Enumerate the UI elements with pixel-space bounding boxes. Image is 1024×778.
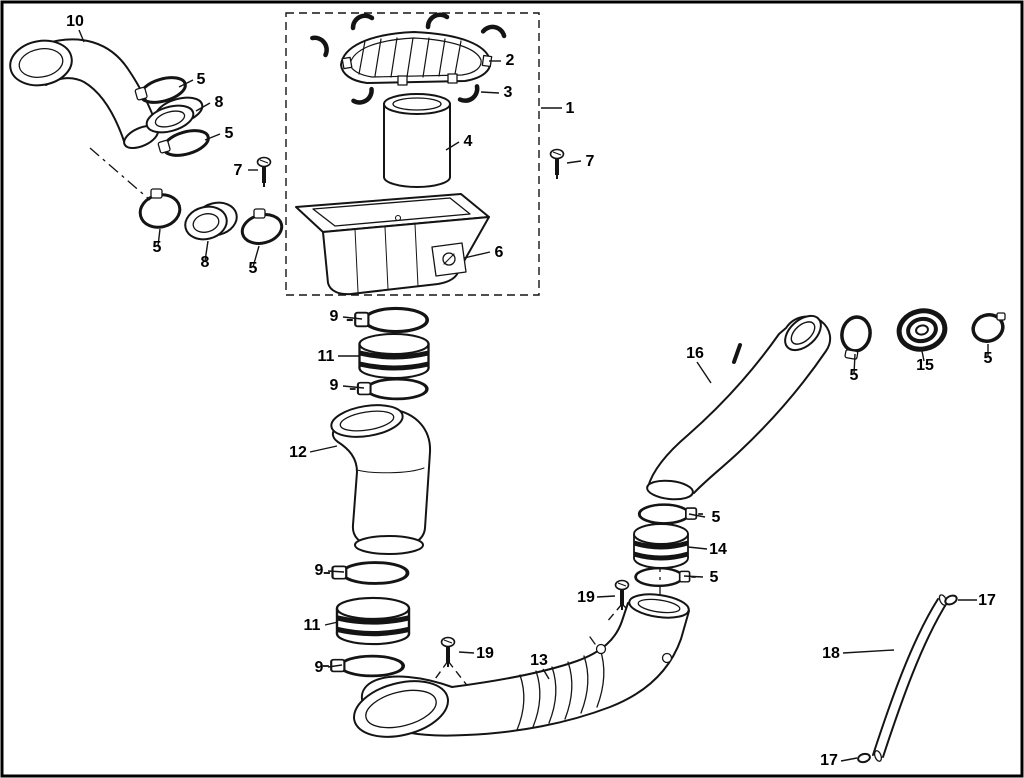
part-label-5: 5 — [850, 367, 859, 384]
sleeve-8-mid — [184, 201, 238, 241]
part-12-elbow-duct — [330, 404, 432, 555]
part-label-16: 16 — [686, 345, 704, 362]
part-label-17: 17 — [978, 592, 996, 609]
part-label-17: 17 — [820, 752, 838, 769]
part-label-9: 9 — [330, 308, 339, 325]
part-label-11: 11 — [304, 617, 321, 634]
sleeve-11-b — [337, 598, 409, 644]
part-label-5: 5 — [984, 350, 993, 367]
clamp-5-right-b — [971, 312, 1006, 343]
clamp-9-c — [321, 560, 410, 586]
part-label-4: 4 — [464, 133, 473, 150]
part-label-15: 15 — [916, 357, 934, 374]
part-17-grommet-top — [944, 594, 958, 606]
clamp-9-a — [344, 306, 430, 334]
part-label-13: 13 — [530, 652, 548, 669]
part-label-19: 19 — [476, 645, 494, 662]
part-label-8: 8 — [201, 254, 210, 271]
part-13-air-duct — [353, 593, 690, 738]
part-6-housing — [295, 193, 490, 296]
clamp-5-mid-left — [138, 188, 182, 229]
part-label-7: 7 — [586, 153, 595, 170]
part-label-9: 9 — [315, 659, 324, 676]
sleeve-14 — [634, 524, 688, 568]
part-label-8: 8 — [215, 94, 224, 111]
clamp-9-b — [348, 377, 429, 401]
part-4-filter-element — [383, 93, 451, 188]
leader-lines — [78, 29, 989, 762]
part-2-cover — [340, 31, 493, 86]
part-label-5: 5 — [712, 509, 721, 526]
part-label-1: 1 — [566, 100, 575, 117]
part-label-3: 3 — [504, 84, 513, 101]
sleeve-11-a — [360, 334, 429, 378]
part-label-19: 19 — [577, 589, 595, 606]
clamp-5-stack-bottom — [634, 566, 698, 588]
part-label-14: 14 — [709, 541, 727, 558]
part-labels: 10 5 8 5 2 3 1 4 7 7 5 8 5 6 9 11 9 16 5… — [66, 13, 996, 769]
part-label-6: 6 — [495, 244, 504, 261]
clamp-5-top-b — [157, 129, 210, 157]
screw-7-right — [548, 147, 566, 181]
part-label-5: 5 — [153, 239, 162, 256]
part-label-9: 9 — [330, 377, 339, 394]
screw-7-left — [255, 155, 273, 189]
clamp-5-stack-top — [637, 503, 705, 525]
part-label-10: 10 — [66, 13, 84, 30]
sleeve-8-top — [145, 96, 204, 134]
part-label-2: 2 — [506, 52, 515, 69]
screw-19-left — [439, 635, 457, 669]
part-label-5: 5 — [225, 125, 234, 142]
part-label-7: 7 — [234, 162, 243, 179]
part-15-sleeve — [896, 308, 948, 352]
clamp-5-right-a — [840, 315, 872, 360]
part-label-5: 5 — [197, 71, 206, 88]
clamp-5-mid-right — [240, 208, 284, 245]
part-label-18: 18 — [822, 645, 840, 662]
part-label-12: 12 — [289, 444, 307, 461]
part-label-5: 5 — [249, 260, 258, 277]
part-label-9: 9 — [315, 562, 324, 579]
assembly-1-dashed-box — [285, 12, 540, 296]
part-18-drain-tube — [872, 594, 949, 762]
part-16-inlet-tube — [646, 314, 832, 501]
part-label-5: 5 — [710, 569, 719, 586]
part-label-11: 11 — [318, 348, 335, 365]
part-17-grommet-bottom — [857, 752, 871, 764]
